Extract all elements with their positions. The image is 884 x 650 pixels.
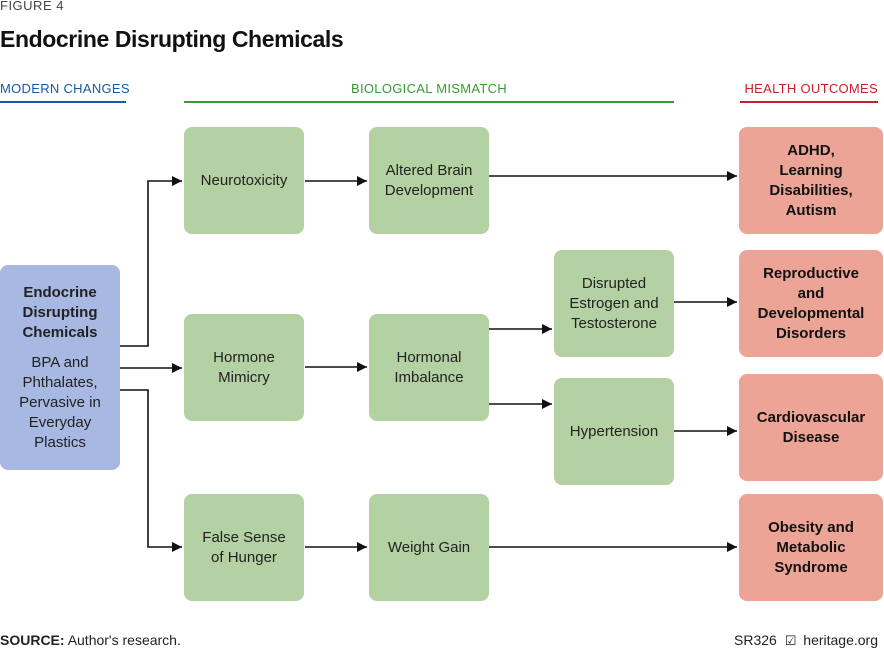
source-note: SOURCE: Author's research. [0, 632, 181, 648]
report-credit: SR326 ☑ heritage.org [734, 632, 878, 649]
source-text: Author's research. [67, 632, 181, 648]
node-altered-brain-development: Altered Brain Development [369, 127, 489, 234]
node-adhd-label: ADHD, Learning Disabilities, Autism [769, 141, 853, 219]
column-header-biological-mismatch: BIOLOGICAL MISMATCH [351, 81, 507, 96]
column-header-health-outcomes: HEALTH OUTCOMES [744, 81, 878, 96]
node-neurotoxicity-label: Neurotoxicity [200, 171, 288, 189]
node-hormonal-imbalance: Hormonal Imbalance [369, 314, 489, 421]
node-false-hunger-label: False Sense of Hunger [202, 528, 286, 566]
arrow-edc-to-neurotoxicity [120, 176, 182, 347]
node-hormonal-imbalance-label: Hormonal Imbalance [394, 348, 464, 386]
node-neurotoxicity: Neurotoxicity [184, 127, 304, 234]
column-underline-health-outcomes [740, 101, 878, 103]
liberty-bell-icon: ☑ [784, 633, 797, 648]
column-header-modern-changes: MODERN CHANGES [0, 81, 130, 96]
node-disrupted-estrogen-testosterone: Disrupted Estrogen and Testosterone [554, 250, 674, 357]
figure-label: FIGURE 4 [0, 0, 64, 13]
site-link[interactable]: heritage.org [803, 632, 878, 648]
node-endocrine-disrupting-chemicals: Endocrine Disrupting Chemicals BPA and P… [0, 265, 120, 470]
node-false-sense-of-hunger: False Sense of Hunger [184, 494, 304, 601]
node-weight-gain: Weight Gain [369, 494, 489, 601]
node-obesity-metabolic-syndrome: Obesity and Metabolic Syndrome [739, 494, 883, 601]
column-underline-biological-mismatch [184, 101, 674, 103]
node-reproductive-disorders: Reproductive and Developmental Disorders [739, 250, 883, 357]
node-hypertension: Hypertension [554, 378, 674, 485]
node-cardiovascular-disease: Cardiovascular Disease [739, 374, 883, 481]
node-altered-brain-label: Altered Brain Development [384, 161, 474, 199]
page-title: Endocrine Disrupting Chemicals [0, 26, 344, 52]
node-edc-body: BPA and Phthalates, Pervasive in Everyda… [19, 353, 101, 451]
node-adhd-autism: ADHD, Learning Disabilities, Autism [739, 127, 883, 234]
node-disrupted-estrogen-label: Disrupted Estrogen and Testosterone [569, 274, 659, 332]
node-weight-gain-label: Weight Gain [387, 538, 471, 556]
column-underline-modern-changes [0, 101, 126, 103]
node-obesity-label: Obesity and Metabolic Syndrome [768, 518, 854, 576]
source-label: SOURCE: [0, 632, 65, 648]
arrow-edc-to-false-hunger [120, 389, 182, 552]
node-cardio-label: Cardiovascular Disease [756, 408, 866, 446]
node-hypertension-label: Hypertension [569, 422, 659, 440]
report-id: SR326 [734, 632, 777, 648]
node-edc-title: Endocrine Disrupting Chemicals [22, 283, 98, 341]
node-hormone-mimicry-label: Hormone Mimicry [213, 348, 275, 386]
node-reproductive-label: Reproductive and Developmental Disorders [757, 264, 865, 342]
node-hormone-mimicry: Hormone Mimicry [184, 314, 304, 421]
